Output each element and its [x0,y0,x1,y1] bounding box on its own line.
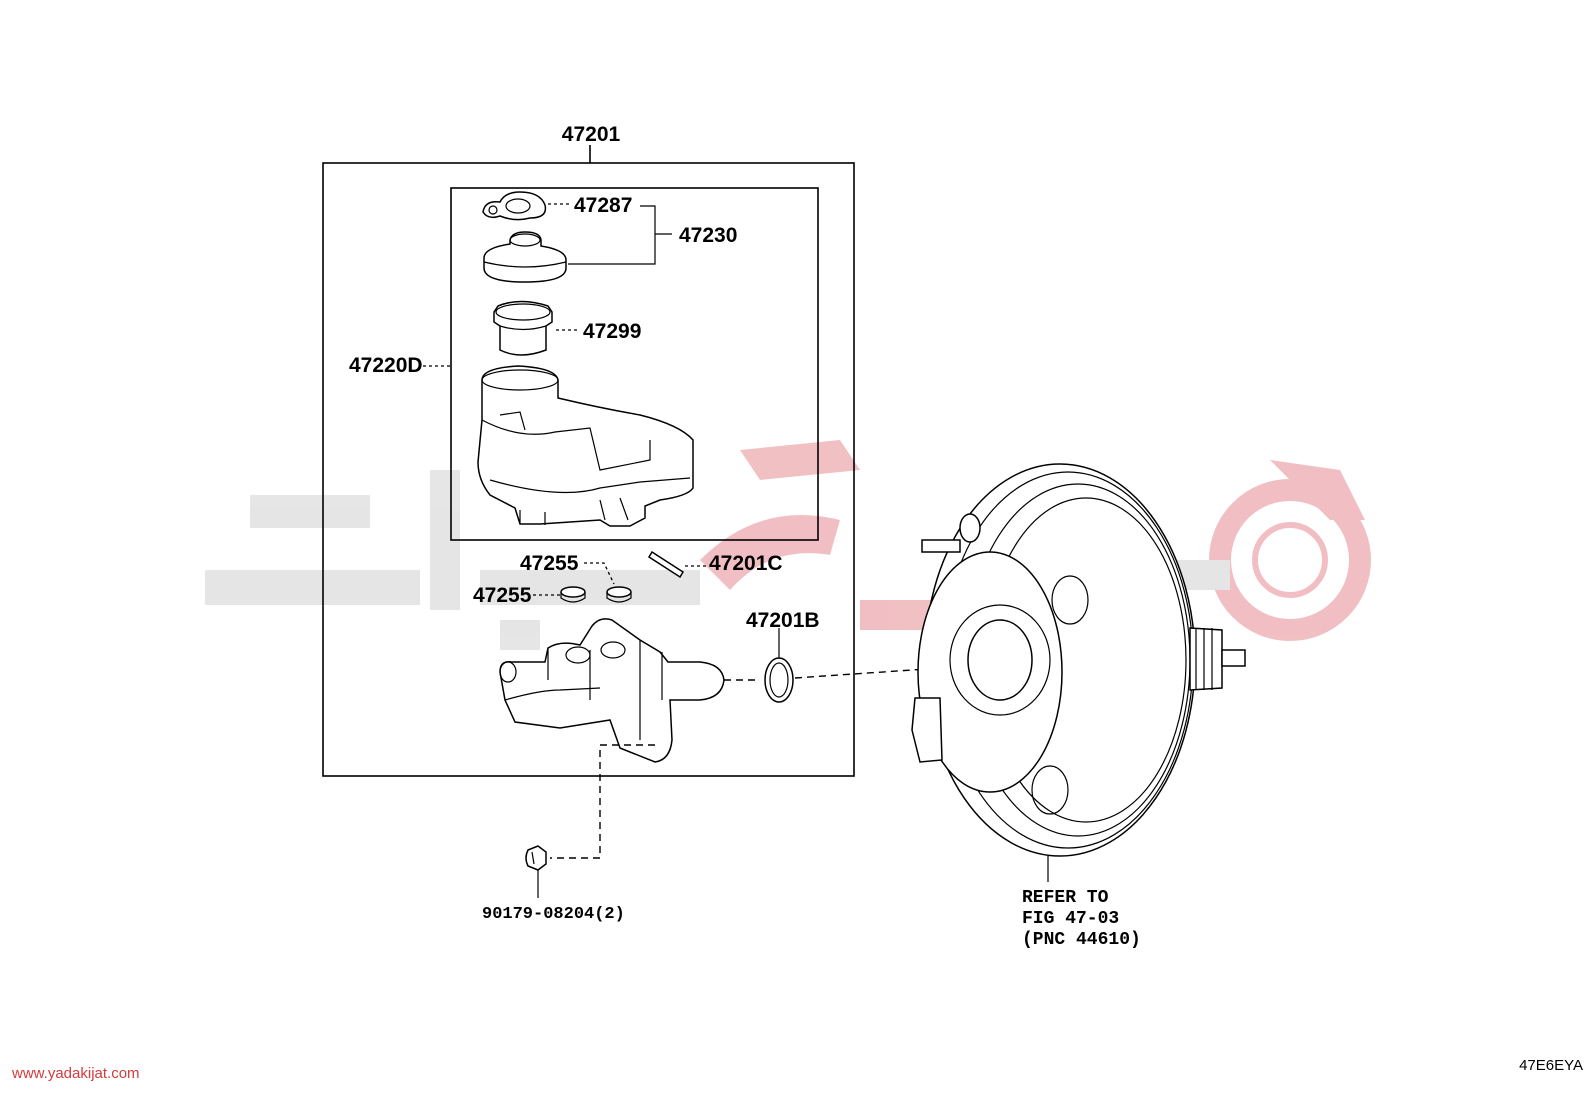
nut-part [525,845,547,871]
label-cap: 47230 [679,224,737,247]
reservoir-part [477,365,694,527]
ring-part [482,191,547,221]
oring-part [764,657,794,703]
diagram-code: 47E6EYA [1519,1057,1583,1074]
grommet-lower-part [560,586,586,603]
cap-part [483,231,567,283]
label-nut: 90179-08204(2) [482,905,625,924]
grommet-upper-part [606,586,632,603]
label-assembly: 47201 [562,123,621,146]
refer-line-1: REFER TO [1022,888,1109,908]
cap-bracket [568,205,672,265]
label-ring: 47287 [574,194,632,217]
label-strainer: 47299 [583,320,641,343]
label-grommet-upper: 47255 [520,552,579,575]
brake-booster-part [911,463,1246,857]
assembly-frame [322,162,855,777]
master-cylinder-part [499,618,725,763]
pin-part [647,550,685,579]
label-oring: 47201B [746,609,820,632]
website-link[interactable]: www.yadakijat.com [11,1065,140,1082]
refer-line-2: FIG 47-03 [1022,909,1119,929]
label-reservoir: 47220D [349,354,423,377]
strainer-part [493,300,553,356]
label-grommet-lower: 47255 [473,584,532,607]
refer-line-3: (PNC 44610) [1022,930,1141,950]
label-pin: 47201C [709,552,783,575]
reservoir-frame [450,187,819,541]
nut-leader-dash [550,744,655,859]
